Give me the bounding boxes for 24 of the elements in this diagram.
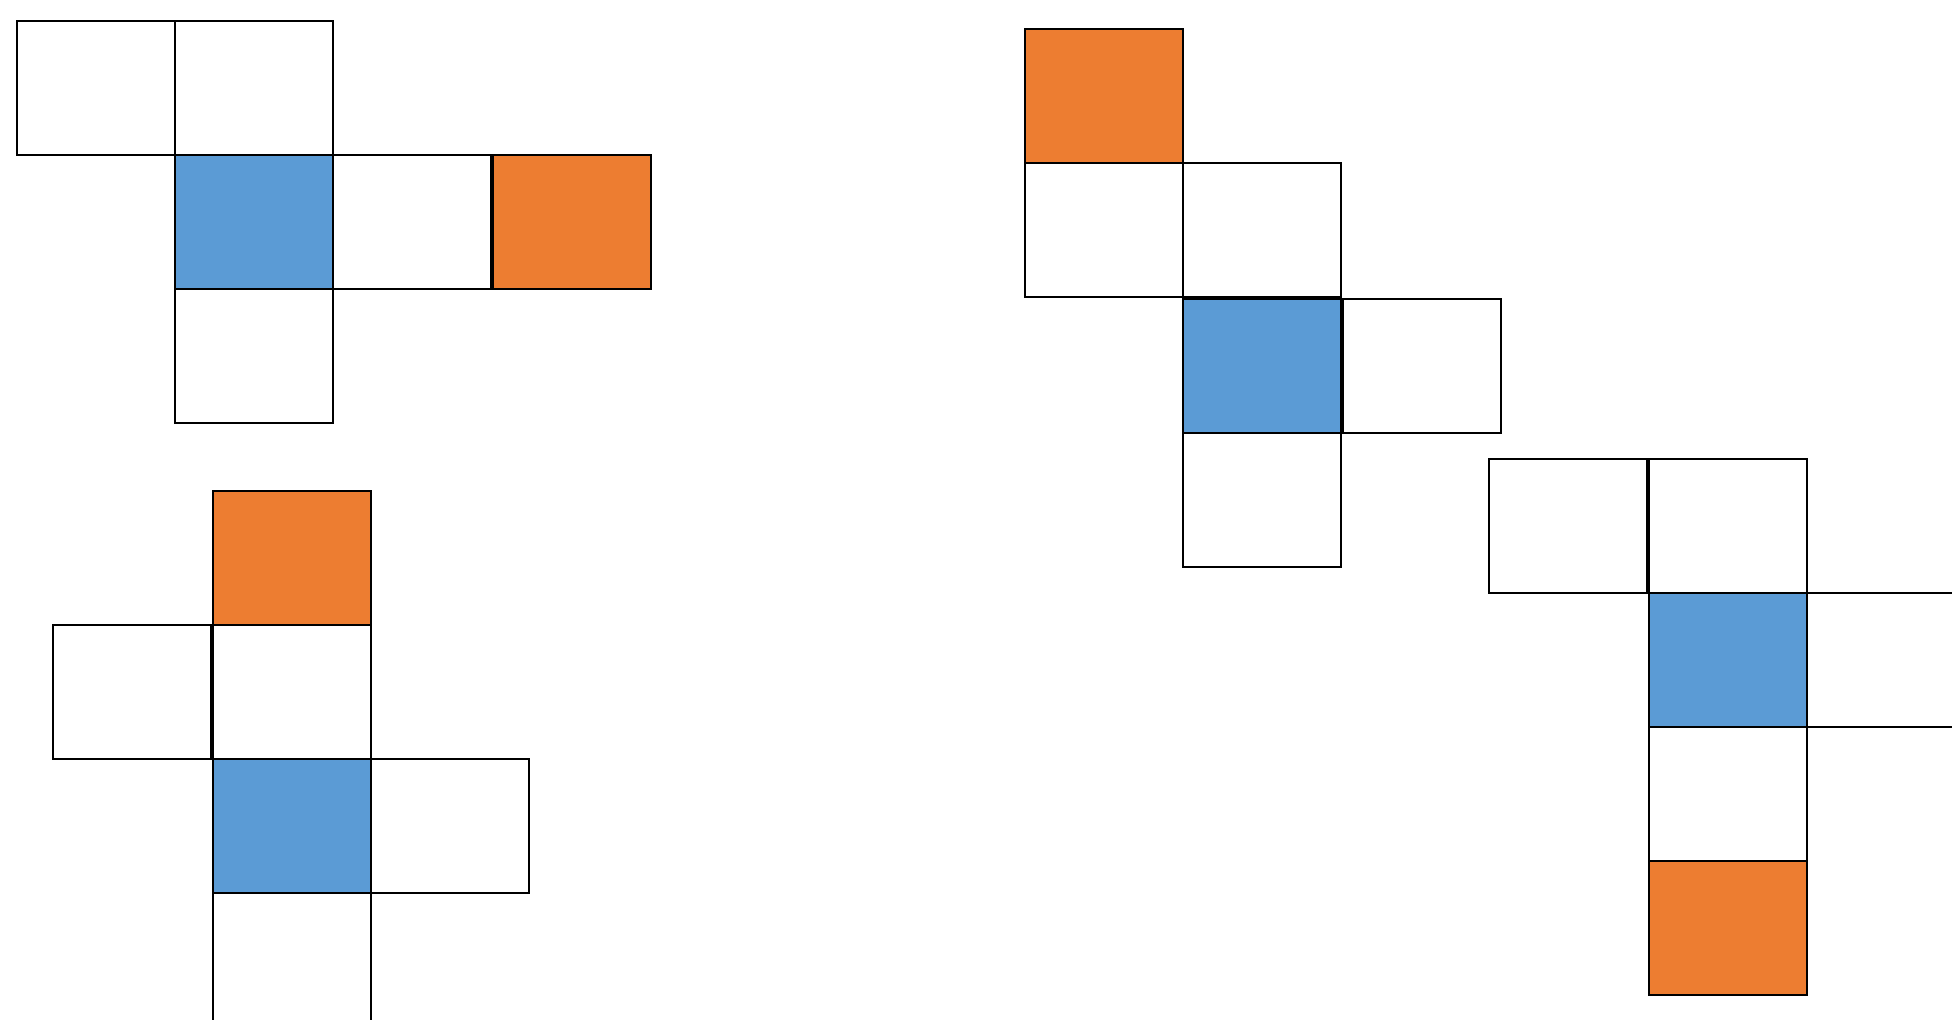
net-face — [16, 20, 176, 156]
net-face — [212, 624, 372, 760]
shaded-face — [1648, 860, 1808, 996]
net-face — [1342, 298, 1502, 434]
net-face — [212, 892, 372, 1020]
net-face — [174, 288, 334, 424]
net-face — [1488, 458, 1648, 594]
shaded-face — [174, 154, 334, 290]
shaded-face — [212, 490, 372, 626]
shaded-face — [1024, 28, 1184, 164]
net-face — [1648, 458, 1808, 594]
net-face — [52, 624, 212, 760]
net-face — [1648, 726, 1808, 862]
net-face — [332, 154, 492, 290]
net-face — [1024, 162, 1184, 298]
net-face — [1182, 162, 1342, 298]
net-face — [1806, 592, 1952, 728]
net-face — [174, 20, 334, 156]
shaded-face — [1648, 592, 1808, 728]
shaded-face — [212, 758, 372, 894]
shaded-face — [492, 154, 652, 290]
net-face — [370, 758, 530, 894]
shaded-face — [1182, 298, 1342, 434]
net-face — [1182, 432, 1342, 568]
